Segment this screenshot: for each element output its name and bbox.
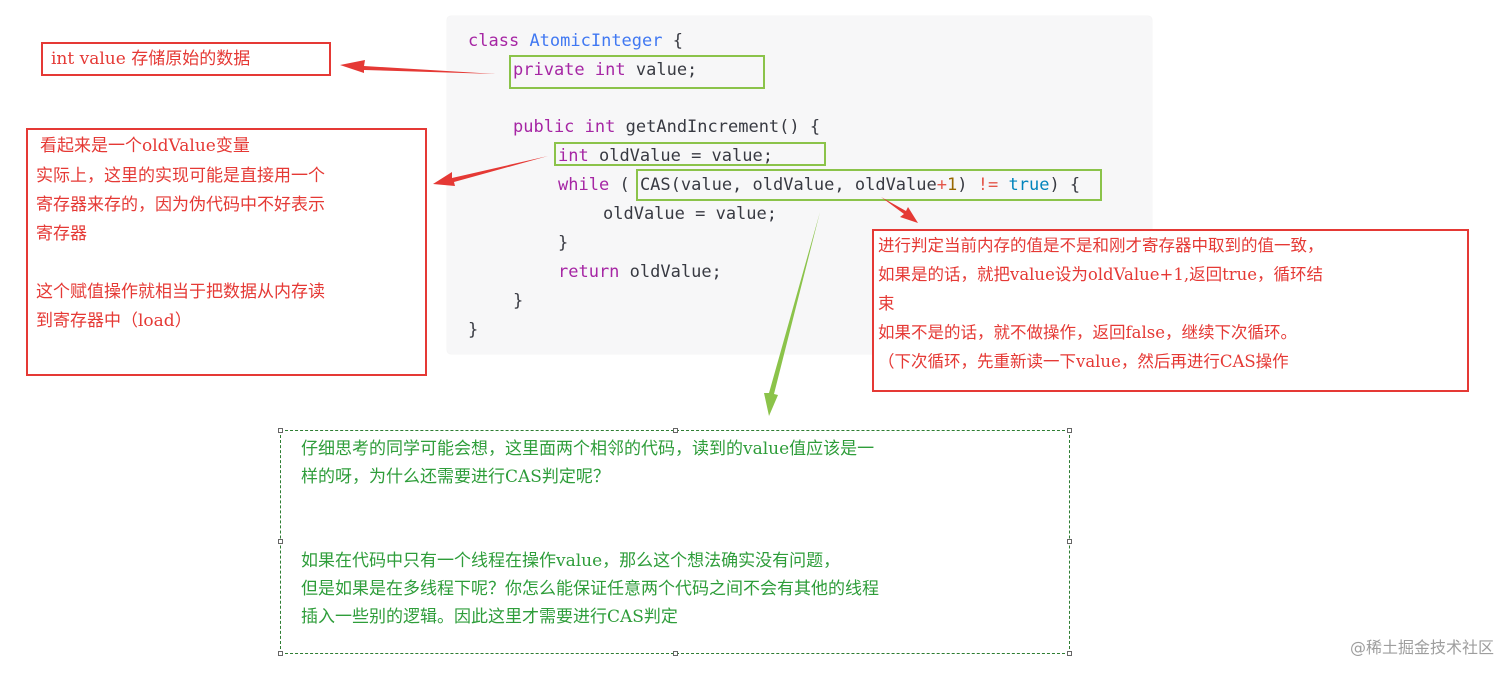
code-operator: !=: [977, 175, 999, 195]
resize-handle: [1067, 428, 1072, 433]
code-keyword: while: [558, 175, 610, 195]
code-literal: true: [1008, 175, 1050, 195]
note-cas-line: （下次循环，先重新读一下value，然后再进行CAS操作: [878, 352, 1289, 371]
note-cas-line: 如果不是的话，就不做操作，返回false，继续下次循环。: [878, 323, 1297, 342]
note-cas-line: 进行判定当前内存的值是不是和刚才寄存器中取到的值一致，: [878, 236, 1324, 255]
note-oldvalue: 看起来是一个oldValue变量 实际上，这里的实现可能是直接用一个 寄存器来存…: [26, 128, 427, 376]
note-thread: 仔细思考的同学可能会想，这里面两个相邻的代码，读到的value值应该是一 样的呀…: [280, 430, 1070, 654]
code-brace: }: [513, 291, 524, 311]
note-thread-line: 如果在代码中只有一个线程在操作value，那么这个想法确实没有问题，: [301, 551, 841, 571]
note-oldvalue-line: 寄存器: [36, 224, 87, 244]
code-brace: }: [558, 233, 569, 253]
resize-handle: [1067, 651, 1072, 656]
note-cas-line: 如果是的话，就把value设为oldValue+1,返回true，循环结: [878, 265, 1323, 284]
resize-handle: [278, 539, 283, 544]
code-text: value;: [635, 60, 698, 80]
code-brace: {: [672, 31, 683, 51]
code-line-reassign: oldValue = value;: [603, 203, 777, 225]
code-keyword: int: [594, 60, 626, 80]
highlight-cas: [636, 169, 1102, 201]
code-text: oldValue = value;: [603, 204, 777, 224]
code-line-method: public int getAndIncrement() {: [513, 116, 820, 138]
note-oldvalue-line: 寄存器来存的，因为伪代码中不好表示: [36, 195, 325, 215]
highlight-oldvalue: [554, 142, 826, 166]
code-line-brace: }: [513, 290, 523, 312]
code-number: 1: [947, 175, 958, 195]
resize-handle: [278, 651, 283, 656]
note-thread-line: 但是如果是在多线程下呢？你怎么能保证任意两个代码之间不会有其他的线程: [301, 579, 879, 599]
code-text: oldValue = value;: [598, 146, 773, 166]
resize-handle: [278, 428, 283, 433]
note-cas: 进行判定当前内存的值是不是和刚才寄存器中取到的值一致， 如果是的话，就把valu…: [872, 229, 1469, 392]
code-operator: +: [936, 175, 947, 195]
code-paren: (: [619, 175, 630, 195]
code-keyword: public: [513, 117, 575, 137]
code-class-name: AtomicInteger: [529, 31, 663, 51]
note-oldvalue-line: 这个赋值操作就相当于把数据从内存读: [36, 282, 325, 302]
highlight-field: [509, 55, 765, 89]
code-line-return: return oldValue;: [558, 261, 722, 283]
code-paren: ): [957, 175, 968, 195]
code-line-brace: }: [468, 319, 478, 341]
code-text: ) {: [1049, 175, 1081, 195]
note-cas-line: 束: [878, 294, 895, 313]
note-thread-line: 插入一些别的逻辑。因此这里才需要进行CAS判定: [301, 607, 678, 627]
resize-handle: [673, 651, 678, 656]
note-value: int value 存储原始的数据: [41, 42, 331, 76]
note-oldvalue-line: 看起来是一个oldValue变量: [40, 136, 250, 156]
note-value-text: int value 存储原始的数据: [51, 49, 251, 69]
code-keyword: return: [558, 262, 620, 282]
code-brace: }: [468, 320, 479, 340]
code-method-name: getAndIncrement() {: [625, 117, 821, 137]
note-oldvalue-line: 实际上，这里的实现可能是直接用一个: [36, 166, 325, 186]
watermark: @稀土掘金技术社区: [1349, 638, 1494, 657]
code-line-oldvalue: int oldValue = value;: [558, 145, 773, 167]
note-thread-line: 样的呀，为什么还需要进行CAS判定呢？: [301, 467, 610, 487]
code-keyword: private: [513, 60, 585, 80]
note-oldvalue-line: 到寄存器中（load）: [36, 311, 192, 331]
code-line-field: private int value;: [513, 59, 697, 81]
code-keyword: int: [584, 117, 616, 137]
code-text: oldValue;: [629, 262, 722, 282]
code-line-while: while ( CAS(value, oldValue, oldValue+1)…: [558, 174, 1080, 196]
code-cas-call: CAS(value, oldValue, oldValue: [639, 175, 937, 195]
note-thread-line: 仔细思考的同学可能会想，这里面两个相邻的代码，读到的value值应该是一: [301, 439, 875, 459]
code-keyword: class: [468, 31, 520, 51]
resize-handle: [1067, 539, 1072, 544]
code-line-brace: }: [558, 232, 568, 254]
code-line-class: class AtomicInteger {: [468, 30, 683, 52]
resize-handle: [673, 428, 678, 433]
code-keyword: int: [558, 146, 589, 166]
